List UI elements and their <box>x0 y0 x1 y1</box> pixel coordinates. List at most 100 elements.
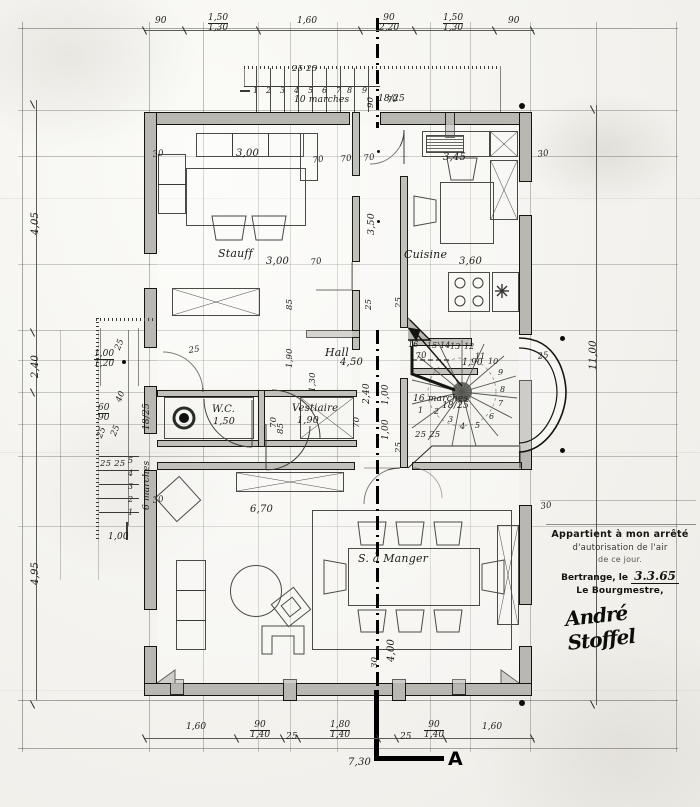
exterior-wall-west <box>144 112 157 254</box>
stamp-date-line: Bertrange, le 3.3.65 <box>544 568 696 585</box>
axis-dim-100b: 1,00 <box>381 419 391 440</box>
stair-main-step-3: 3 <box>448 415 454 424</box>
construction-line <box>18 748 678 749</box>
left-sub-dim-25: 25 <box>113 337 127 352</box>
dim-sub: 1,40 <box>330 729 351 740</box>
wall-thickness-4: 30 <box>540 500 553 512</box>
left-sub-dim-line <box>100 328 101 386</box>
cuisine-stove <box>448 272 490 312</box>
bottom-dimension-line <box>144 738 534 739</box>
dim-sub: 1,30 <box>443 22 464 33</box>
room-dim-stauff-a: 3,00 <box>266 256 290 267</box>
dim-main: 1,80 <box>330 720 351 730</box>
section-cut-horizontal <box>374 756 444 761</box>
wall-thickness-1: 30 <box>152 148 165 160</box>
room-dim-dining-b: 4,00 <box>386 638 397 662</box>
stair-main-step-15: 15 <box>427 341 438 350</box>
vestiaire-wardrobe <box>300 397 354 439</box>
exterior-wall-east <box>519 505 532 605</box>
stair-top-step-9: 9 <box>362 86 368 95</box>
wall-thickness-2: 30 <box>537 148 550 160</box>
left-dimension-line <box>36 328 37 388</box>
top-dim-5: 1,50 1,30 <box>443 14 464 33</box>
rail-post <box>122 360 126 364</box>
stauff-window-sill <box>172 288 260 316</box>
opening-dim-1: 70 <box>312 154 325 166</box>
partition-central-vertical <box>352 112 360 176</box>
left-sub-dim-40: 40 <box>114 389 128 404</box>
dim-main: 1,00 <box>94 349 115 359</box>
stair-main-step-9: 9 <box>498 368 504 377</box>
sofa-divider <box>176 620 206 621</box>
opening-dim-85b: 85 <box>276 422 286 434</box>
terrace-edge <box>96 318 154 321</box>
dim-main: 25 <box>286 732 298 742</box>
stair-left-nosing <box>99 498 139 499</box>
stair-left-label: 6 marches <box>142 460 152 510</box>
dim-main: 90 <box>508 16 520 26</box>
cuisine-sink <box>426 135 464 153</box>
center-axis <box>376 18 379 128</box>
survey-point <box>519 103 525 109</box>
room-dim-hall: 4,50 <box>340 357 364 368</box>
stair-main-step-11: 11 <box>475 352 486 361</box>
partition-dim-3: 25 <box>394 441 404 453</box>
right-overall-dim: 11,00 <box>588 340 599 370</box>
opening-dim-190: 1,90 <box>285 348 295 368</box>
room-dim-cuisine-b: 3,60 <box>459 256 483 267</box>
stair-top-step-2: 2 <box>266 86 272 95</box>
left-dim-240: 2,40 <box>30 354 41 378</box>
room-label-vestiaire: Vestiaire <box>292 403 339 414</box>
stair-main-step-5: 5 <box>475 421 481 430</box>
stair-left-step-1: 1 <box>128 508 134 517</box>
approval-stamp: Appartient à mon arrêté d'autorisation d… <box>544 528 696 598</box>
axis-dot <box>377 220 380 223</box>
stair-tread <box>270 68 271 112</box>
stair-top-step-5: 5 <box>308 86 314 95</box>
dim-sub: 1,30 <box>208 22 229 33</box>
axis-dim-350: 3,50 <box>366 213 377 235</box>
room-label-cuisine: Cuisine <box>404 248 448 261</box>
stair-left-step-2: 2 <box>128 495 134 504</box>
mayor-signature: André Stoffel <box>563 600 637 655</box>
stair-left-handrail <box>126 522 128 540</box>
partition-dining-north <box>157 462 355 470</box>
dim-main: 90 <box>383 13 395 23</box>
bottom-dim-1: 1,60 <box>186 723 206 732</box>
top-dim-3: 1,60 <box>297 17 317 26</box>
opening-dim-4: 70 <box>310 256 323 268</box>
stair-tread <box>354 68 355 112</box>
stair-top-handrail <box>240 90 250 92</box>
top-dim-2: 1,50 1,30 <box>208 14 229 33</box>
axis-dot <box>377 150 380 153</box>
bottom-dim-7: 1,60 <box>482 723 502 732</box>
window-pier <box>452 679 466 695</box>
stair-tread <box>340 68 341 112</box>
room-dim-vestiaire: 1,90 <box>297 415 319 426</box>
dim-main: 1,60 <box>297 16 318 26</box>
exterior-wall-west <box>144 470 157 610</box>
partition-wc-south <box>157 440 357 447</box>
construction-line <box>18 360 678 361</box>
room-dim-cuisine-a: 3,45 <box>443 152 467 163</box>
stair-main-step-10: 10 <box>488 357 499 366</box>
center-axis <box>376 330 379 490</box>
dining-sofa <box>176 560 206 650</box>
dim-main: 90 <box>254 720 266 730</box>
dim-main: 25 <box>400 732 412 742</box>
construction-line <box>18 156 678 157</box>
stair-main-step-4: 4 <box>460 422 466 431</box>
room-dim-stauff-b: 3,00 <box>236 148 260 159</box>
dim-sub: 90 <box>98 412 110 423</box>
dim-sub: 1,40 <box>424 729 445 740</box>
axis-dim-240: 2,40 <box>362 383 372 404</box>
cuisine-tall-cabinet <box>490 160 518 220</box>
partition-central-vertical <box>352 290 360 350</box>
dining-round-table <box>230 565 282 617</box>
dim-main: 1,60 <box>186 722 207 732</box>
stairwell-wall <box>412 368 478 375</box>
shelf-divider <box>232 133 233 157</box>
stair-top-riser: 18/25 <box>378 94 405 104</box>
top-dim-1: 90 <box>155 17 166 26</box>
